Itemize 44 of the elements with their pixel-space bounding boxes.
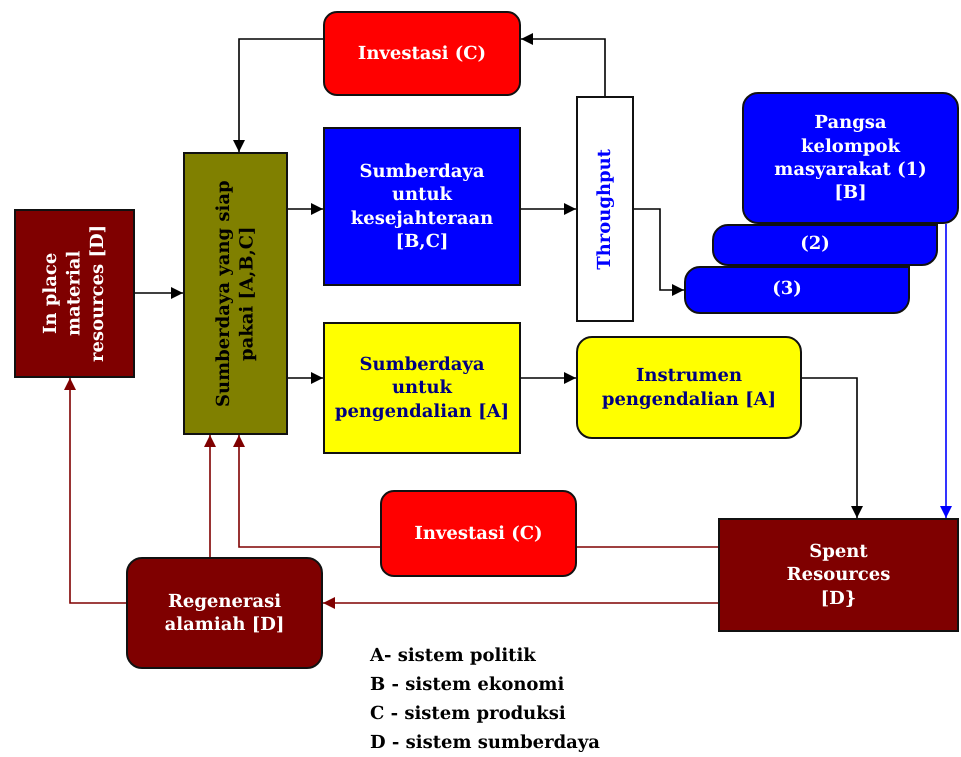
node-label: Sumberdaya yang siap pakai [A,B,C]	[212, 179, 258, 409]
connector-arrow	[634, 208, 684, 296]
connector-arrow	[204, 435, 216, 557]
process-box	[323, 322, 521, 454]
node-label: In place material resources [D]	[39, 224, 110, 364]
stacked-card	[712, 224, 938, 266]
node-label: Investasi (C)	[414, 522, 543, 546]
node-label: Instrumen pengendalian [A]	[600, 364, 778, 411]
node-label: Spent Resources [D}	[786, 540, 892, 610]
connector-arrow	[233, 435, 380, 548]
process-box	[576, 96, 634, 322]
connector-arrow	[64, 378, 126, 604]
connector-arrow	[521, 33, 606, 96]
node-label: Sumberdaya untuk pengendalian [A]	[334, 352, 510, 424]
node-label: Regenerasi alamiah [D]	[164, 590, 286, 636]
connector-arrow	[521, 203, 576, 215]
node-label: (3)	[772, 277, 802, 301]
rounded-box	[576, 336, 802, 439]
connector-arrow	[802, 377, 863, 518]
connector-arrow	[521, 372, 576, 384]
legend-key-text: D - sistem sumberdaya	[370, 732, 600, 753]
connector-arrow	[288, 372, 323, 384]
connector-arrow	[323, 597, 718, 609]
connector-arrow	[288, 203, 323, 215]
process-box	[183, 152, 288, 435]
process-box	[718, 518, 959, 632]
connector-arrow	[940, 224, 952, 518]
node-label: Sumberdaya untuk kesejahteraan [B,C]	[350, 160, 494, 254]
node-label: Investasi (C)	[358, 42, 486, 66]
node-label: Pangsa kelompok masyarakat (1) [B]	[773, 111, 928, 205]
legend-key-text: C - sistem produksi	[370, 703, 566, 724]
connector-arrow	[135, 287, 183, 299]
stacked-card	[742, 92, 959, 224]
node-label: (2)	[800, 232, 830, 256]
process-box	[323, 127, 521, 286]
rounded-box	[126, 557, 323, 669]
rounded-box	[323, 11, 521, 96]
node-label: Throughput	[593, 148, 616, 270]
legend-key-text: A- sistem politik	[370, 645, 536, 666]
connector-arrow	[233, 38, 323, 152]
process-box	[14, 209, 135, 378]
stacked-card	[684, 266, 910, 314]
legend-key-text: B - sistem ekonomi	[370, 674, 564, 695]
rounded-box	[380, 490, 577, 577]
